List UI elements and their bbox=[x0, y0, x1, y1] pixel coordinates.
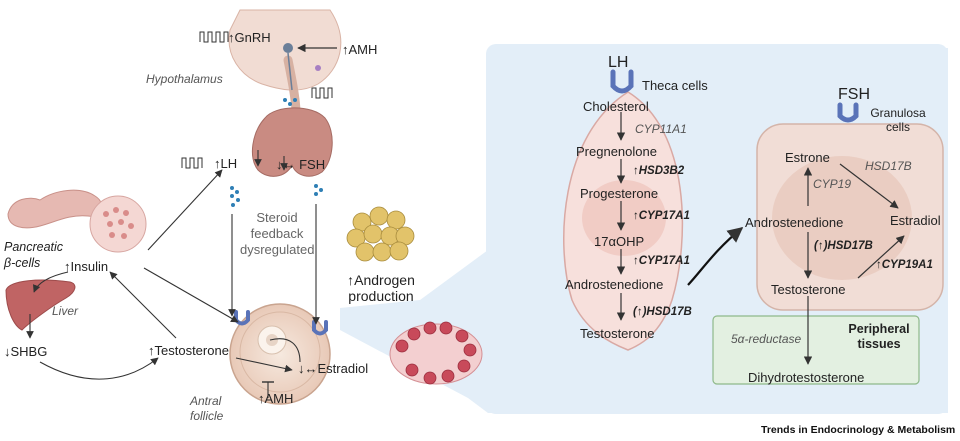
peripheral-product: Dihydrotestosterone bbox=[748, 370, 865, 385]
liver-shape bbox=[5, 279, 76, 331]
peripheral-title: Peripheral tissues bbox=[848, 322, 910, 351]
theca-nucleus bbox=[582, 180, 666, 256]
theca-enzyme-cyp17a1-1: ↑CYP17A1 bbox=[633, 210, 690, 222]
pulse-icon bbox=[311, 87, 333, 99]
granulosa-hsd17b-top: HSD17B bbox=[865, 159, 912, 173]
theca-step-progesterone: Progesterone bbox=[580, 186, 659, 201]
insulin-label: ↑Insulin bbox=[64, 259, 109, 274]
fsh-label: ↓↔ FSH bbox=[276, 157, 326, 172]
peripheral-tissues-box bbox=[712, 315, 920, 385]
granulosa-cyp19a1: ↑CYP19A1 bbox=[876, 259, 933, 271]
androgen-production-label: ↑Androgen production bbox=[347, 272, 415, 304]
theca-enzyme-cyp11a1: CYP11A1 bbox=[635, 122, 687, 136]
estradiol-label: ↓↔Estradiol bbox=[298, 361, 369, 376]
granulosa-cyp19: CYP19 bbox=[813, 177, 852, 191]
granulosa-cells-label: Granulosa cells bbox=[870, 106, 926, 134]
islet-icon bbox=[89, 195, 147, 253]
shbg-label: ↓SHBG bbox=[4, 344, 48, 359]
pancreas-shape bbox=[7, 189, 103, 229]
liver-label: Liver bbox=[52, 304, 79, 318]
theca-step-17aohp: 17αOHP bbox=[594, 234, 645, 249]
theca-enzyme-hsd17b: (↑)HSD17B bbox=[633, 306, 692, 318]
follicle-fsh-receptor-icon bbox=[312, 320, 328, 336]
granulosa-nucleus bbox=[772, 156, 912, 280]
steroid-feedback-label: Steroid feedback dysregulated bbox=[240, 210, 315, 257]
gnrh-neuron bbox=[283, 43, 293, 53]
androgen-cells-icon bbox=[346, 206, 415, 262]
granulosa-testosterone: Testosterone bbox=[771, 282, 846, 297]
gnrh-pulse-icon bbox=[199, 31, 229, 43]
peripheral-enzyme: 5α-reductase bbox=[731, 332, 802, 346]
theca-step-cholesterol: Cholesterol bbox=[583, 99, 649, 114]
lh-label: ↑LH bbox=[214, 156, 238, 171]
testosterone-label: ↑Testosterone bbox=[148, 343, 229, 358]
granulosa-estradiol: Estradiol bbox=[890, 213, 941, 228]
theca-cells-label: Theca cells bbox=[642, 78, 708, 93]
granulosa-androstenedione: Androstenedione bbox=[745, 215, 844, 230]
amh-bottom-label: ↑AMH bbox=[258, 391, 294, 406]
antral-follicle-label: Antral follicle bbox=[190, 394, 224, 423]
theca-hormone-label: LH bbox=[608, 54, 629, 71]
granulosa-estrone: Estrone bbox=[785, 150, 830, 165]
amh-top-label: ↑AMH bbox=[342, 42, 378, 57]
lh-pulse-icon bbox=[181, 157, 203, 169]
theca-enzyme-hsd3b2: ↑HSD3B2 bbox=[633, 165, 685, 177]
theca-step-testosterone: Testosterone bbox=[580, 326, 655, 341]
antral-follicle-icon bbox=[229, 303, 331, 405]
pancreatic-label: Pancreatic β-cells bbox=[4, 240, 64, 270]
theca-enzyme-cyp17a1-2: ↑CYP17A1 bbox=[633, 255, 690, 267]
lh-receptor-icon bbox=[610, 69, 634, 94]
journal-credit: Trends in Endocrinology & Metabolism bbox=[761, 424, 956, 436]
fsh-receptor-icon bbox=[837, 102, 859, 123]
hormone-granules bbox=[230, 98, 323, 207]
theca-step-pregnenolone: Pregnenolone bbox=[576, 144, 657, 159]
theca-step-androstenedione: Androstenedione bbox=[565, 277, 664, 292]
granulosa-hormone-label: FSH bbox=[838, 86, 870, 103]
pituitary-gland bbox=[251, 107, 333, 177]
hypothalamus-label: Hypothalamus bbox=[146, 72, 223, 86]
granulosa-hsd17b-mid: (↑)HSD17B bbox=[814, 240, 873, 252]
gnrh-label: ↑GnRH bbox=[228, 30, 271, 45]
